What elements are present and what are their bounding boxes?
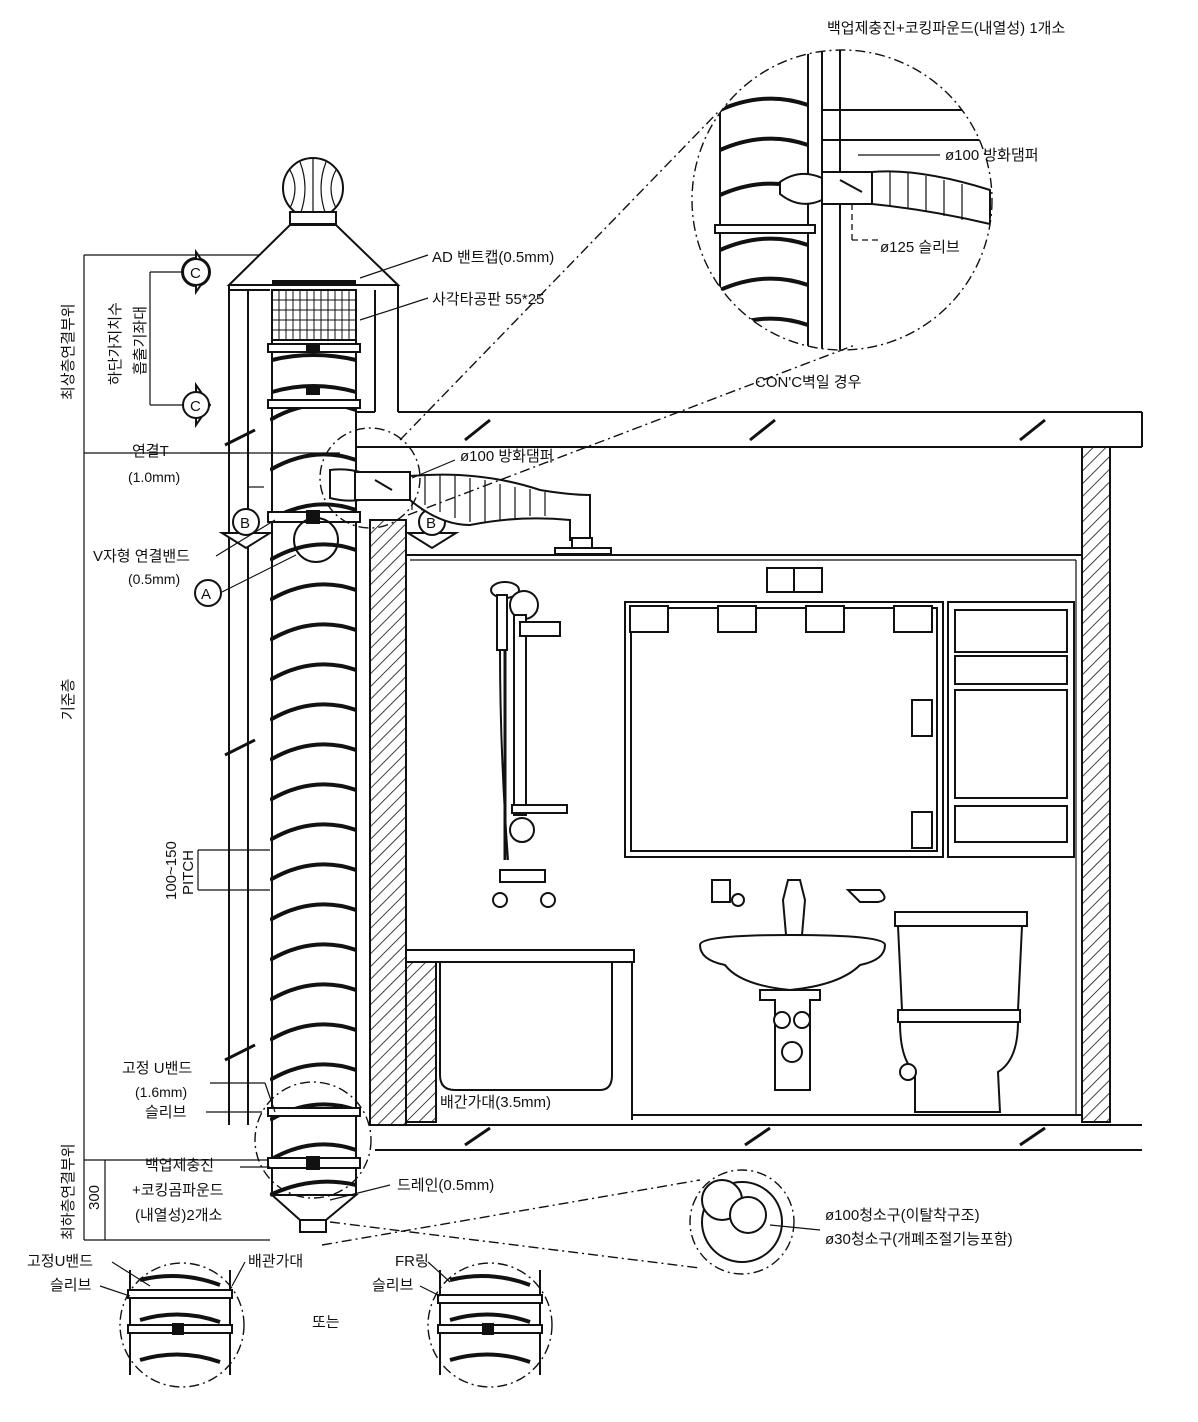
- label-fix-u-band-2: 고정U밴드: [27, 1253, 93, 1270]
- label-sleeve: 슬리브: [145, 1104, 187, 1121]
- label-v-band-spec: (0.5mm): [128, 571, 180, 587]
- marker-a: A: [194, 517, 339, 607]
- marker-b-label: B: [426, 515, 436, 532]
- label-connect-t: 연결T: [132, 443, 169, 460]
- label-sleeve-2: 슬리브: [50, 1277, 92, 1294]
- toilet: [894, 911, 1028, 1113]
- label-top-connect: 최상층연결부위: [60, 303, 77, 400]
- label-bottom-dim: 하단가지치수: [107, 302, 124, 385]
- flex-duct: [319, 427, 612, 555]
- label-suction-max: 흡출기좌대: [132, 306, 149, 375]
- label-damper-main: ø100 방화댐퍼: [460, 448, 554, 465]
- sink: [698, 879, 887, 1091]
- detail-bottom-right: [427, 1262, 553, 1388]
- label-bottom-connect: 최하층연결부위: [60, 1143, 77, 1240]
- shaft-wall: [356, 290, 407, 1126]
- label-drain: 드레인(0.5mm): [397, 1177, 494, 1194]
- label-fr-ring: FR링: [395, 1253, 429, 1270]
- dimension-lines: [83, 254, 275, 1241]
- label-fix-u-band-spec: (1.6mm): [135, 1084, 187, 1100]
- cabinet: [624, 567, 1075, 858]
- ceiling-slab: [355, 411, 1143, 1123]
- marker-c-bottom: C: [182, 381, 212, 429]
- marker-c-label: C: [190, 398, 201, 415]
- marker-a-label: A: [201, 586, 211, 603]
- vent-cap: [226, 157, 401, 341]
- label-dim-300: 300: [86, 1185, 103, 1210]
- label-sleeve-3: 슬리브: [372, 1277, 414, 1294]
- label-connect-t-spec: (1.0mm): [128, 469, 180, 485]
- label-pipe-support: 배간가대(3.5mm): [440, 1094, 551, 1111]
- label-backup-top: 백업제충진+코킹파운드(내열성) 1개소: [827, 20, 1065, 37]
- label-cleanout-1: ø100청소구(이탈착구조): [825, 1207, 980, 1224]
- marker-c-top: C: [181, 248, 212, 296]
- bathroom-frame: [375, 554, 1142, 1151]
- label-standard-floor: 기준층: [60, 679, 77, 720]
- label-pitch-value: 100~150: [163, 841, 180, 900]
- label-ad-vent-cap: AD 밴트캡(0.5mm): [432, 249, 554, 266]
- detail-cleanout: [689, 1169, 821, 1275]
- marker-c-label: C: [190, 265, 201, 282]
- label-v-band: V자형 연결밴드: [93, 548, 190, 565]
- marker-b-left: B: [218, 486, 274, 550]
- label-damper-detail: ø100 방화댐퍼: [945, 147, 1039, 164]
- label-backup-bottom-2: +코킹곰파운드: [132, 1182, 224, 1199]
- label-fix-u-band: 고정 U밴드: [122, 1060, 192, 1077]
- label-backup-bottom-1: 백업제충진: [145, 1157, 214, 1174]
- shower-fixture: [490, 581, 568, 908]
- detail-bottom-duct: [254, 1081, 701, 1269]
- label-backup-bottom-3: (내열성)2개소: [135, 1207, 223, 1224]
- label-conc-wall: CON'C벽일 경우: [755, 374, 862, 391]
- label-pitch-unit: PITCH: [180, 850, 197, 895]
- detail-top: [399, 49, 993, 516]
- label-square-plate: 사각타공판 55*25: [432, 291, 544, 308]
- marker-b-label: B: [240, 515, 250, 532]
- label-or: 또는: [312, 1314, 340, 1331]
- left-wall: [224, 289, 270, 1125]
- detail-bottom-left: [119, 1262, 245, 1388]
- main-duct: [267, 340, 361, 1233]
- leader-lines: [200, 254, 456, 1201]
- label-pipe-rack: 배관가대: [248, 1253, 303, 1270]
- label-cleanout-2: ø30청소구(개폐조절기능포함): [825, 1231, 1013, 1248]
- bathtub: [405, 949, 635, 1123]
- label-sleeve-detail: ø125 슬리브: [880, 239, 960, 256]
